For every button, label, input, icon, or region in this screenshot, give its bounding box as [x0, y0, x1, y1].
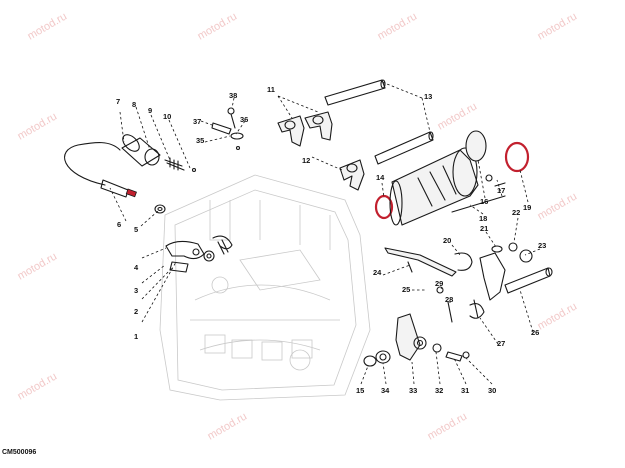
selector-shaft	[384, 242, 553, 301]
callout-9: 9	[148, 106, 152, 115]
watermark: motod.ru	[206, 410, 250, 442]
drawing-code: CM500096	[2, 449, 37, 456]
callout-16: 16	[480, 197, 488, 206]
callout-27: 27	[497, 339, 505, 348]
callout-31: 31	[461, 386, 469, 395]
callout-26: 26	[531, 328, 539, 337]
callout-10: 10	[163, 112, 171, 121]
callout-1: 1	[134, 332, 138, 341]
detent-screw	[211, 107, 244, 151]
callout-35: 35	[196, 136, 204, 145]
watermark: motod.ru	[26, 10, 70, 42]
shift-rods	[324, 79, 434, 165]
callout-23: 23	[538, 241, 546, 250]
callout-20: 20	[443, 236, 451, 245]
stop-lever	[165, 235, 233, 273]
callout-29: 29	[435, 279, 443, 288]
leader-lines	[109, 81, 541, 385]
watermark: motod.ru	[536, 10, 580, 42]
callout-11: 11	[267, 85, 275, 94]
callout-4: 4	[134, 263, 139, 272]
shift-forks	[277, 111, 333, 147]
watermark: motod.ru	[536, 300, 580, 332]
watermark: motod.ru	[196, 10, 240, 42]
callout-3: 3	[134, 286, 138, 295]
callout-24: 24	[373, 268, 382, 277]
callout-labels: 1 2 3 4 5 6 7 8 9 10 11 12 13 14 15 16 1…	[116, 85, 546, 395]
crankcase-ghost	[159, 174, 371, 401]
callout-19: 19	[523, 203, 531, 212]
callout-17: 17	[497, 186, 505, 195]
callout-22: 22	[512, 208, 520, 217]
watermark: motod.ru	[536, 190, 580, 222]
callout-30: 30	[488, 386, 496, 395]
callout-14: 14	[376, 173, 385, 182]
callout-28: 28	[445, 295, 453, 304]
callout-37: 37	[193, 117, 201, 126]
callout-18: 18	[479, 214, 487, 223]
callout-36: 36	[240, 115, 248, 124]
watermark: motod.ru	[436, 100, 480, 132]
callout-2: 2	[134, 307, 138, 316]
callout-8: 8	[132, 100, 136, 109]
sensor-cable	[64, 142, 137, 198]
callout-15: 15	[356, 386, 364, 395]
callout-25: 25	[402, 285, 410, 294]
callout-6: 6	[117, 220, 121, 229]
watermark: motod.ru	[16, 250, 60, 282]
watermark: motod.ru	[426, 410, 470, 442]
washer-5	[154, 204, 166, 214]
callout-7: 7	[116, 97, 120, 106]
watermark-layer: motod.ru motod.ru motod.ru motod.ru moto…	[16, 10, 580, 442]
watermark: motod.ru	[16, 110, 60, 142]
callout-34: 34	[381, 386, 390, 395]
sender-assembly	[121, 134, 197, 173]
callout-21: 21	[480, 224, 488, 233]
callout-32: 32	[435, 386, 443, 395]
callout-13: 13	[424, 92, 432, 101]
callout-38: 38	[229, 91, 237, 100]
watermark: motod.ru	[16, 370, 60, 402]
watermark: motod.ru	[376, 10, 420, 42]
shift-fork-12	[339, 159, 365, 191]
callout-12: 12	[302, 156, 310, 165]
detent-spring-group	[436, 286, 485, 323]
selector-drum	[374, 130, 530, 226]
callout-5: 5	[134, 225, 138, 234]
index-plate-group	[363, 313, 470, 367]
callout-33: 33	[409, 386, 417, 395]
